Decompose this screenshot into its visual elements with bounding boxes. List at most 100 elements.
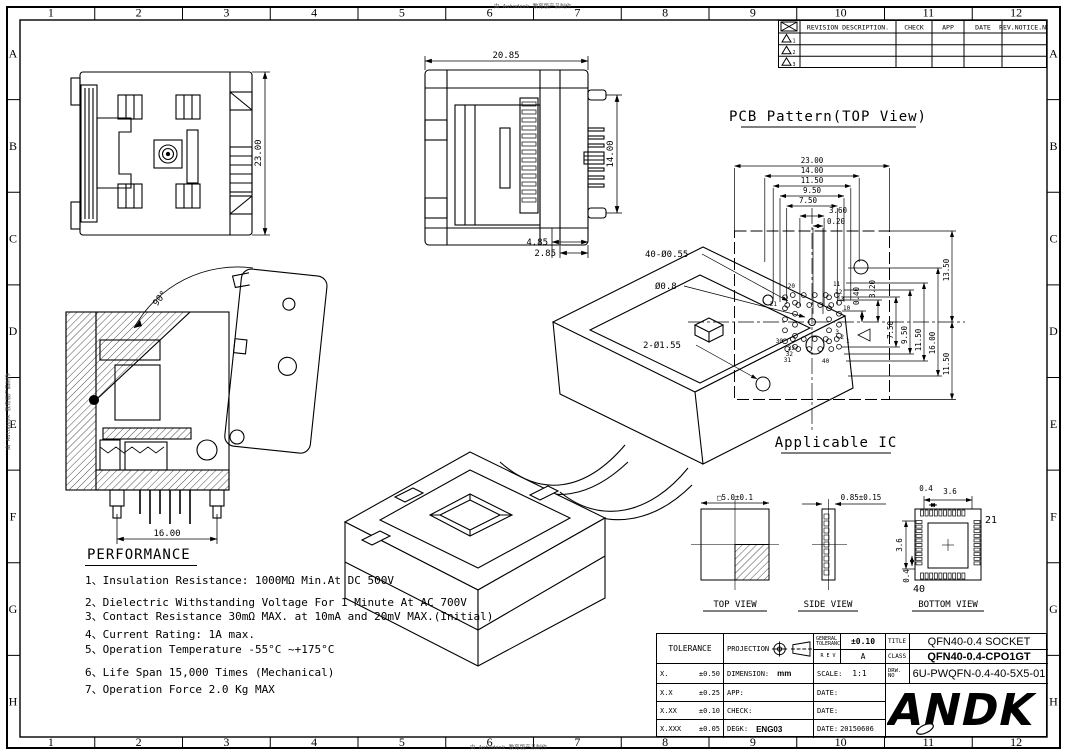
ic-pad — [915, 547, 923, 552]
grid-col-label-bottom: 12 — [1010, 735, 1022, 749]
revision-header: REV.NOTICE.NO — [999, 24, 1047, 32]
grid-row-label-right: D — [1049, 324, 1058, 338]
pcb-pin-label: 21 — [770, 301, 778, 308]
pcb-pin-label: 40 — [822, 358, 830, 365]
grid-col-label-top: 9 — [750, 6, 756, 20]
pcb-pad — [826, 338, 832, 345]
pcb-pin-label: 2 — [840, 334, 844, 341]
pcb-pin-label: 11 — [833, 281, 841, 288]
ic-pad — [929, 572, 934, 580]
ic-side-dim: 0.85±0.15 — [841, 493, 882, 502]
company-logo: ANDK — [887, 685, 1040, 735]
revision-header: APP — [942, 24, 954, 32]
grid-col-label-top: 2 — [136, 6, 142, 20]
grid-col-label-top: 5 — [399, 6, 405, 20]
scale-label: SCALE: — [817, 669, 843, 678]
ic-pad — [947, 572, 952, 580]
grid-row-label-left: D — [9, 324, 18, 338]
pcb-dim: 3.20 — [868, 279, 877, 298]
ic-bottom-pitch-left-dim: 0.4 — [902, 569, 911, 583]
pcb-dim: 0.20 — [827, 217, 846, 226]
pcb-pattern: PCB Pattern(TOP View) 23.00 14.00 11.50 … — [643, 109, 965, 432]
pcb-pin-label: 31 — [784, 357, 792, 364]
pcb-pad — [806, 302, 813, 308]
grid-col-label-bottom: 3 — [223, 735, 229, 749]
pcb-pin-label: 10 — [843, 305, 851, 312]
grid-col-label-bottom: 6 — [487, 735, 493, 749]
ic-pad — [947, 509, 952, 517]
pcb-pad — [792, 343, 798, 350]
grid-row-label-right: B — [1049, 139, 1057, 153]
general-tol-value: ±0.10 — [850, 637, 876, 646]
ic-pad — [938, 509, 943, 517]
date-label: DATE: — [817, 688, 839, 697]
contact-tooth — [521, 141, 537, 147]
ic-pad — [961, 509, 966, 517]
ic-pad — [933, 509, 938, 517]
ic-pad — [929, 509, 934, 517]
ic-pad — [961, 572, 966, 580]
tolerance-value: ±0.25 — [698, 688, 720, 697]
contact-tooth — [521, 101, 537, 107]
grid-row-label-right: G — [1049, 602, 1058, 616]
pcb-pad — [836, 310, 842, 317]
tolerance-value: ±0.05 — [698, 725, 720, 733]
grid-col-label-top: 10 — [835, 6, 847, 20]
pcb-pin-label: 12 — [835, 289, 843, 296]
grid-col-label-bottom: 7 — [574, 735, 580, 749]
revision-table: REVISION DESCRIPTION. CHECK APP DATE REV… — [778, 20, 1047, 68]
app-label: APP: — [727, 688, 744, 697]
rev-label: R E V — [820, 653, 836, 659]
pcb-pad — [822, 292, 829, 298]
grid-row-label-left: G — [9, 602, 18, 616]
drwno-label: DRW. NO — [888, 667, 902, 679]
date-value: 20150606 — [840, 725, 874, 733]
ic-side-contact — [823, 569, 830, 576]
drwno-value: 6U-PWQFN-0.4-40-5X5-01 — [912, 667, 1046, 680]
performance-section: PERFORMANCE 1、Insulation Resistance: 100… — [85, 544, 493, 696]
pcb-pad — [782, 338, 788, 345]
pcb-pad — [811, 336, 818, 342]
pcb-dim: 9.50 — [900, 325, 909, 344]
company-logo-text: ANDK — [887, 685, 1040, 735]
performance-item: 5、Operation Temperature -55°C ~+175°C — [85, 643, 335, 656]
grid-row-label-left: A — [9, 46, 18, 60]
side-width-dim: 20.85 — [492, 51, 519, 61]
performance-title: PERFORMANCE — [85, 547, 197, 566]
class-value: QFN40-0.4-CPO1GT — [927, 650, 1031, 663]
contact-tooth — [521, 149, 537, 155]
ic-pad — [973, 543, 981, 547]
ic-pad — [973, 533, 981, 538]
revision-mark-icon — [780, 21, 798, 32]
grid-col-label-top: 7 — [574, 6, 580, 20]
contact-tooth — [521, 109, 537, 115]
revision-mark-number: 1 — [793, 39, 796, 45]
pcb-dim: 14.00 — [801, 166, 824, 175]
ic-pad — [920, 509, 924, 517]
title-block: TOLERANCE X.±0.50 X.X±0.25 X.XX±0.10 X.X… — [656, 633, 1048, 738]
pcb-dim: 3.60 — [829, 206, 848, 215]
ic-top-dim: □5.0±0.1 — [717, 493, 753, 502]
side-pin-span-dim: 14.00 — [606, 140, 616, 167]
pcb-pad — [784, 346, 791, 352]
grid-col-label-top: 1 — [48, 6, 54, 20]
grid-col-label-bottom: 9 — [750, 735, 756, 749]
ic-pad — [943, 509, 947, 517]
section-width-dim: 16.00 — [153, 529, 180, 539]
pcb-pad — [792, 321, 798, 328]
ic-side-contact — [823, 562, 830, 569]
revision-header: REVISION DESCRIPTION. — [807, 24, 889, 32]
ic-pad — [943, 572, 947, 580]
grid-row-label-left: H — [9, 695, 18, 709]
performance-item: 4、Current Rating: 1A max. — [85, 628, 255, 641]
revision-mark-number: 3 — [793, 62, 796, 68]
dimension-label: DIMENSION: — [727, 669, 770, 678]
ic-pad — [956, 572, 961, 580]
pcb-pad — [817, 302, 824, 308]
ic-pad — [915, 524, 923, 529]
ic-pad — [933, 572, 938, 580]
pcb-dim: 11.50 — [942, 352, 951, 375]
ic-pad — [952, 572, 957, 580]
